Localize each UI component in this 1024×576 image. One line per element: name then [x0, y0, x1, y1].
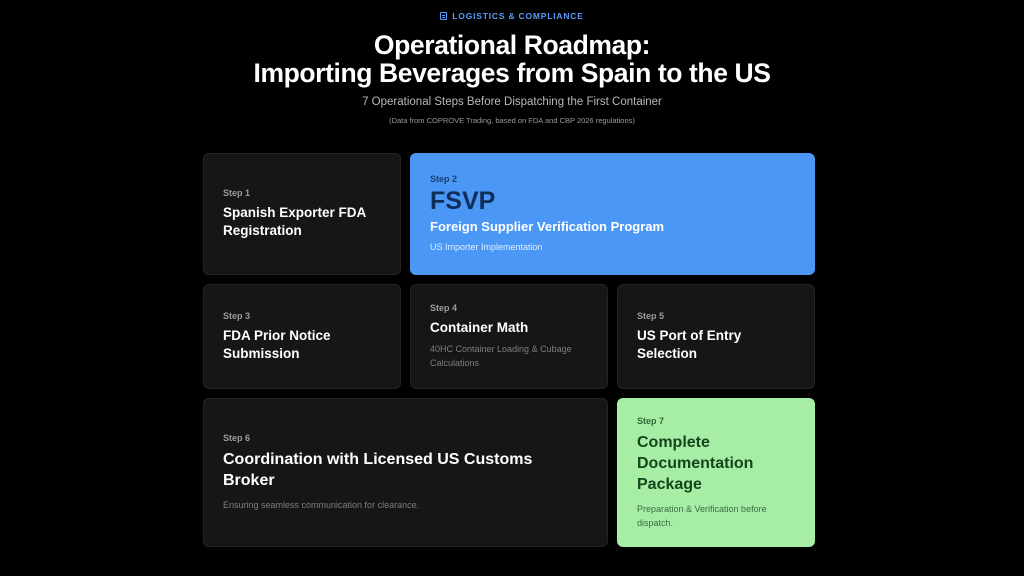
eyebrow: LOGISTICS & COMPLIANCE [0, 11, 1024, 21]
clipboard-icon [440, 12, 448, 20]
step-title: FDA Prior Notice Submission [223, 327, 331, 361]
step-description: US Importer Implementation [430, 242, 543, 252]
step-title: Container Math [430, 320, 529, 335]
eyebrow-label: LOGISTICS & COMPLIANCE [452, 11, 584, 21]
step-description: 40HC Container Loading & Cubage Calculat… [430, 344, 572, 368]
step-label: Step 2 [430, 174, 458, 184]
step-acronym: FSVP [430, 187, 496, 215]
title-line-1: Operational Roadmap: [373, 30, 651, 60]
page-subtitle: 7 Operational Steps Before Dispatching t… [362, 96, 662, 108]
step-title: Complete Documentation Package [637, 433, 754, 493]
step-card-3: Step 3 FDA Prior Notice Submission [203, 284, 401, 389]
step-description: Ensuring seamless communication for clea… [223, 500, 420, 510]
step-label: Step 3 [223, 310, 251, 321]
step-label: Step 7 [637, 415, 665, 426]
step-title: Coordination with Licensed US Customs Br… [223, 451, 533, 489]
step-label: Step 5 [637, 310, 665, 321]
step-description: Preparation & Verification before dispat… [637, 503, 767, 528]
step-card-2: Step 2 FSVP Foreign Supplier Verificatio… [410, 153, 815, 275]
step-title: Spanish Exporter FDA Registration [223, 205, 366, 238]
step-title: US Port of Entry Selection [637, 327, 742, 361]
step-label: Step 4 [430, 303, 458, 313]
step-card-7: Step 7 Complete Documentation Package Pr… [617, 398, 815, 547]
step-title: Foreign Supplier Verification Program [430, 219, 665, 234]
source-note: (Data from COPROVE Trading, based on FDA… [389, 116, 635, 125]
step-card-6: Step 6 Coordination with Licensed US Cus… [203, 398, 608, 547]
step-card-1: Step 1 Spanish Exporter FDA Registration [203, 153, 401, 275]
step-label: Step 6 [223, 433, 251, 443]
step-card-5: Step 5 US Port of Entry Selection [617, 284, 815, 389]
step-card-4: Step 4 Container Math 40HC Container Loa… [410, 284, 608, 389]
step-label: Step 1 [223, 188, 251, 198]
page-title: Operational Roadmap: Importing Beverages… [0, 31, 1024, 87]
title-line-2: Importing Beverages from Spain to the US [253, 58, 771, 88]
